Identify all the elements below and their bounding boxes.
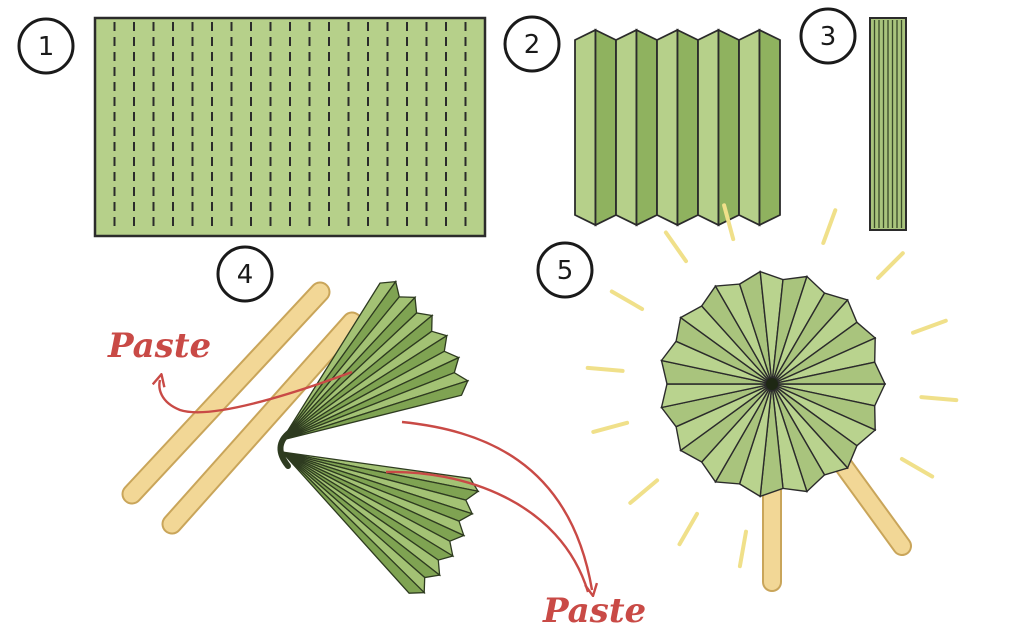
shine-ray [609, 289, 645, 311]
strip-pleats [873, 20, 903, 228]
paste-label-bottom: Paste [542, 591, 646, 631]
paste-arrow-bottom-2 [385, 470, 590, 593]
step-3-number: 3 [820, 22, 837, 52]
half-fan-top-pleat [281, 379, 469, 441]
accordion-pleat [676, 28, 699, 227]
shine-ray [722, 203, 736, 242]
shine-ray [591, 420, 630, 434]
step-3-group: 3 [799, 7, 907, 231]
step-5-number: 5 [557, 256, 574, 286]
step-2-badge [503, 15, 561, 73]
step-2-group: 2 [503, 15, 781, 227]
shine-ray [876, 251, 905, 280]
shine-ray [919, 395, 959, 403]
paste-arrow-top [159, 370, 353, 414]
accordion-pleat [574, 28, 597, 227]
shine-ray [899, 457, 935, 479]
shine-ray [911, 318, 948, 335]
accordion-pleat [697, 28, 720, 227]
paste-label-top: Paste [107, 326, 211, 366]
accordion-pleat [594, 28, 617, 227]
stick-right-fill [163, 313, 361, 533]
step-1-badge [17, 17, 75, 75]
accordion-pleat [635, 28, 658, 227]
step-3-badge [799, 7, 857, 65]
shine-ray [628, 478, 660, 505]
stick-left-fill [123, 283, 329, 503]
step-4-number: 4 [237, 260, 254, 290]
step-1-number: 1 [38, 32, 55, 62]
fold-lines [113, 22, 467, 232]
shine-ray [585, 365, 625, 373]
shine-rays [585, 203, 959, 569]
paste-arrow-bottom-1 [401, 420, 592, 590]
half-fan-bottom [281, 451, 480, 595]
accordion-pleat [758, 28, 781, 227]
shine-ray [677, 511, 699, 547]
fan-pivot [277, 429, 293, 469]
accordion-pleat [717, 28, 740, 227]
round-fan [660, 270, 887, 498]
step-5-badge [536, 241, 594, 299]
step-2-number: 2 [524, 30, 541, 60]
accordion-pleat [615, 28, 638, 227]
half-fan-bottom-pleat [281, 451, 426, 594]
step-5-group: 5 [536, 203, 959, 592]
shine-ray [737, 529, 748, 569]
shine-ray [821, 208, 838, 245]
round-fan-pleat [771, 361, 887, 385]
fan-center [766, 378, 778, 390]
accordion-pleat [738, 28, 761, 227]
shine-ray [663, 230, 688, 264]
accordion-folded-paper [574, 28, 781, 227]
step-1-group: 1 [17, 16, 487, 238]
step-4-group: 4 Paste Paste [107, 245, 646, 631]
half-fan-top [281, 280, 470, 441]
accordion-pleat [656, 28, 679, 227]
step-4-badge [216, 245, 274, 303]
